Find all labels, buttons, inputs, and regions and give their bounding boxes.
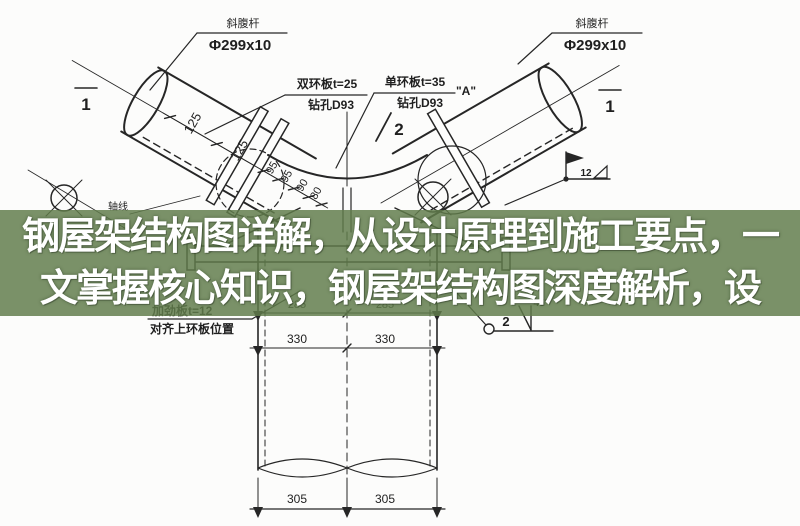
left-pipe-name: 斜腹杆 <box>227 16 260 30</box>
left-pipe-spec: Φ299x10 <box>209 37 271 54</box>
left-pipe-member: 125 125 95 95 90 80 <box>71 60 329 224</box>
right-pipe-member <box>380 62 620 224</box>
dim-pipe-6: 80 <box>308 185 325 202</box>
single-ring-text: 单环板t=35 <box>385 74 446 89</box>
dim-pipe-3: 95 <box>264 160 281 177</box>
weld-all-around-icon <box>483 323 495 335</box>
double-ring-text: 双环板t=25 <box>297 76 358 91</box>
dim-330-left: 330 <box>287 332 307 346</box>
section-1-right-num: 1 <box>605 97 614 116</box>
right-pipe-spec: Φ299x10 <box>564 37 626 54</box>
dim-pipe-1: 125 <box>181 110 205 136</box>
label-single-ring-plate: 单环板t=35 钻孔D93 "A" <box>335 74 476 169</box>
label-double-ring-plate: 双环板t=25 钻孔D93 <box>204 76 368 135</box>
dim-330-right: 330 <box>375 332 395 346</box>
section-mark-2: 2 <box>375 112 404 142</box>
dimension-row-330: 330 330 <box>249 332 446 356</box>
label-left-pipe: 斜腹杆 Φ299x10 <box>149 16 288 91</box>
weld-symbol-fillet: 12 <box>504 151 611 206</box>
dimension-row-305: 305 305 <box>249 477 446 518</box>
dim-305-right: 305 <box>375 492 395 506</box>
axis-text: 轴线 <box>108 200 128 213</box>
break-line <box>257 458 438 478</box>
fillet-size: 12 <box>580 168 592 179</box>
section-1-left-num: 1 <box>81 95 90 114</box>
double-ring-sub: 钻孔D93 <box>308 97 354 112</box>
hidden-seam-line <box>430 127 573 211</box>
pipe-end-face <box>123 69 169 137</box>
ring-plate <box>426 108 491 209</box>
title-banner: 钢屋架结构图详解，从设计原理到施工要点，一 文掌握核心知识，钢屋架结构图深度解析… <box>0 210 800 316</box>
section-mark-1-left: 1 <box>74 87 98 114</box>
hidden-seam-line <box>142 136 279 216</box>
pipe-dimension-chain <box>162 112 328 207</box>
banner-title-line1: 钢屋架结构图详解，从设计原理到施工要点，一 <box>21 216 780 258</box>
right-pipe-centerline <box>380 65 620 204</box>
bevel-size: 2 <box>502 314 509 329</box>
label-right-pipe: 斜腹杆 Φ299x10 <box>517 16 643 65</box>
dim-pipe-5: 90 <box>294 177 311 194</box>
dim-305-left: 305 <box>287 492 307 506</box>
section-2-num: 2 <box>394 120 403 139</box>
right-pipe-name: 斜腹杆 <box>576 16 609 30</box>
fillet-weld-icon <box>592 164 608 179</box>
section-mark-1-right: 1 <box>598 89 622 116</box>
single-ring-sub: 钻孔D93 <box>397 95 443 110</box>
banner-title-line2: 文掌握核心知识，钢屋架结构图深度解析，设 <box>39 268 762 310</box>
stiffener-sub: 对齐上环板位置 <box>150 321 234 336</box>
field-weld-flag-icon <box>566 152 584 164</box>
detail-ref-a: "A" <box>456 84 476 98</box>
pipe-end-face <box>537 65 583 134</box>
